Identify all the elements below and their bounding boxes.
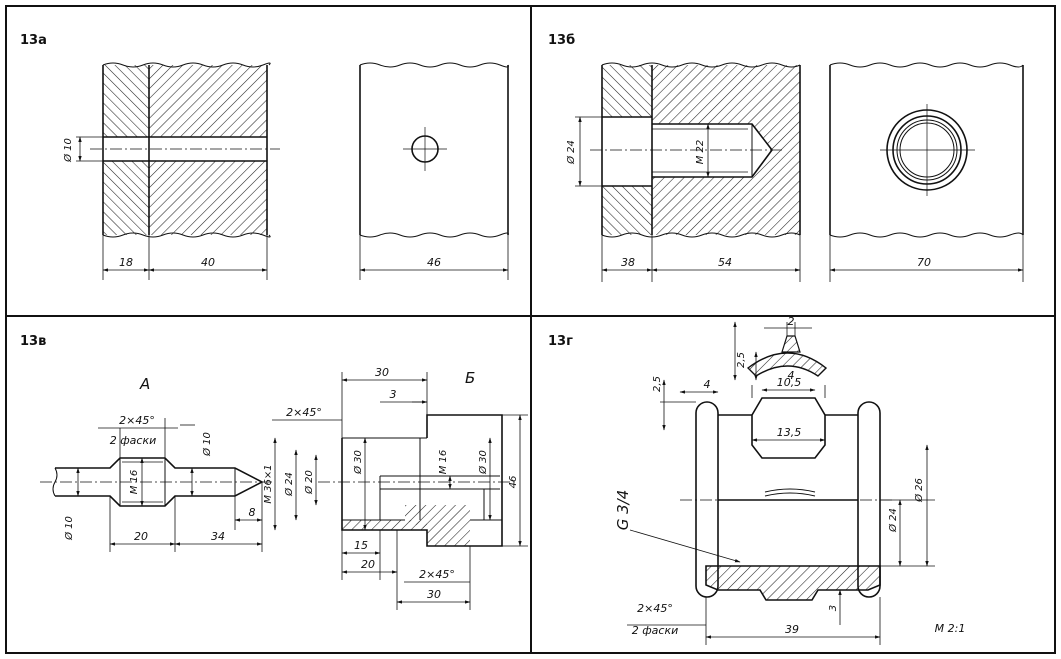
- panel-13g: 13г 2 4 2,5: [548, 315, 965, 645]
- sheet-frame: [5, 5, 1056, 654]
- dim-diameter-30-a: Ø 30: [352, 450, 364, 475]
- groove-detail: 2 4 2,5: [733, 315, 828, 382]
- dim-width-46: 46: [427, 256, 441, 269]
- scale-note: M 2:1: [935, 622, 966, 635]
- dim-chamfer-note-g: 2 фаски: [632, 624, 678, 637]
- dim-diameter-30-b: Ø 30: [477, 450, 489, 475]
- dim-length-15: 15: [354, 539, 368, 552]
- dim-thread-m36x1: M 36×1: [263, 464, 274, 503]
- dim-chamfer-2x45-b: 2×45°: [286, 406, 322, 419]
- thread-callout-g34: G 3/4: [614, 490, 632, 531]
- dim-diameter-10-left: Ø 10: [63, 516, 75, 541]
- dim-length-30-bottom: 30: [427, 588, 441, 601]
- dim-diameter-24-g: Ø 24: [887, 508, 899, 533]
- dim-width-10-5: 10,5: [777, 376, 802, 389]
- dim-diameter-24-b: Ø 24: [283, 472, 295, 497]
- dim-chamfer-2x45-g: 2×45°: [637, 602, 673, 615]
- section-view-13a: Ø 10 18 40: [62, 62, 280, 280]
- panel-13a: 13а Ø 10: [20, 33, 509, 280]
- dim-diameter-20: Ø 20: [303, 470, 315, 495]
- view-label-a: A: [139, 375, 150, 393]
- dim-length-40: 40: [201, 256, 215, 269]
- dim-length-34: 34: [211, 530, 225, 543]
- dim-width-70: 70: [917, 256, 931, 269]
- plan-view-13a: 46: [359, 62, 509, 280]
- dim-height-46: 46: [508, 476, 519, 489]
- plan-view-13b: 70: [829, 62, 1024, 282]
- section-view-13b: Ø 24 M 22 38 54: [565, 62, 801, 282]
- dim-length-39: 39: [785, 623, 799, 636]
- fitting-section-view: 10,5 13,5 2,5 4 G 3/4 Ø 24 Ø 26 3 2×45° …: [614, 376, 965, 645]
- dim-groove-2-5: 2,5: [736, 352, 747, 368]
- dim-length-3: 3: [390, 388, 397, 401]
- panel-label-13a: 13а: [20, 33, 47, 48]
- dim-length-20-b: 20: [361, 558, 375, 571]
- dim-thread-m16-b: M 16: [438, 450, 449, 475]
- dim-diameter-10: Ø 10: [62, 138, 74, 163]
- dim-width-4: 4: [704, 378, 711, 391]
- panel-label-13b: 13б: [548, 33, 575, 48]
- dim-thread-m16-a: M 16: [129, 470, 140, 495]
- dim-groove-4: 4: [788, 369, 795, 382]
- panel-label-13v: 13в: [20, 334, 46, 349]
- panel-label-13g: 13г: [548, 334, 573, 349]
- dim-height-2-5: 2,5: [652, 376, 663, 392]
- dim-thread-m22: M 22: [695, 140, 706, 165]
- dim-diameter-26: Ø 26: [913, 478, 925, 503]
- part-b-sleeve-section: Б: [263, 366, 528, 610]
- panel-13v: 13в A 2×45°: [20, 334, 528, 610]
- dim-height-3: 3: [828, 605, 839, 611]
- dim-chamfer-2x45-c: 2×45°: [419, 568, 455, 581]
- dim-width-13-5: 13,5: [777, 426, 802, 439]
- dim-diameter-10-top: Ø 10: [201, 432, 213, 457]
- part-a-threaded-pin: A 2×45° 2 фаски M 16: [40, 375, 275, 552]
- dim-groove-2: 2: [788, 315, 795, 328]
- dim-length-18: 18: [119, 256, 133, 269]
- dim-length-54: 54: [718, 256, 732, 269]
- dim-chamfer-note: 2 фаски: [110, 434, 156, 447]
- dim-diameter-24: Ø 24: [565, 140, 577, 165]
- dim-length-38: 38: [621, 256, 635, 269]
- dim-length-20-a: 20: [134, 530, 148, 543]
- dim-length-8: 8: [249, 506, 256, 519]
- dim-length-30-top: 30: [375, 366, 389, 379]
- panel-13b: 13б: [548, 33, 1024, 282]
- dim-chamfer-2x45: 2×45°: [119, 414, 155, 427]
- view-label-b: Б: [465, 369, 475, 387]
